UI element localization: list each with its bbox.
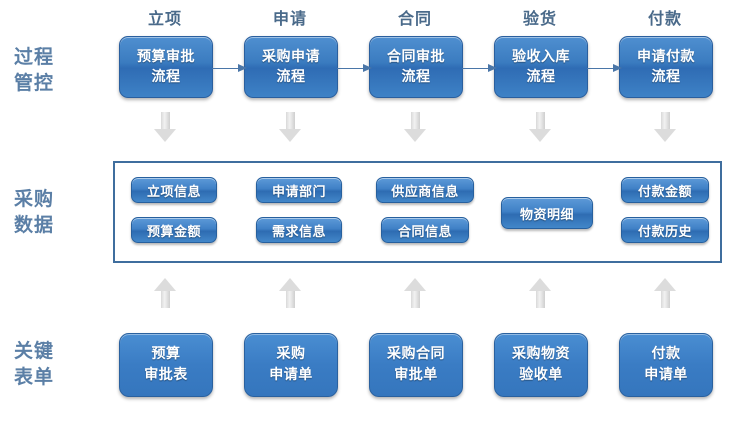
arrow-up-icon-4 — [529, 278, 551, 308]
process-box-contract-approval[interactable]: 合同审批 流程 — [369, 36, 463, 98]
arrow-stem — [411, 290, 420, 308]
arrow-up-icon-2 — [279, 278, 301, 308]
arrow-head — [613, 64, 622, 72]
process-box-line1: 采购申请 — [262, 49, 320, 65]
arrow-down-icon-3 — [404, 112, 426, 142]
arrow-head — [154, 129, 176, 142]
arrow-stem — [286, 290, 295, 308]
data-pill-budget-amount[interactable]: 预算金额 — [131, 217, 217, 243]
process-box-line2: 流程 — [526, 69, 556, 85]
form-box-line1: 付款 — [651, 346, 681, 362]
arrow-head — [279, 129, 301, 142]
arrow-head — [488, 64, 497, 72]
arrow-stem — [661, 290, 670, 308]
arrow-up-icon-5 — [654, 278, 676, 308]
column-header-project-initiation: 立项 — [147, 9, 182, 28]
row-label-line2: 管控 — [14, 72, 55, 94]
data-pill-contract-info[interactable]: 合同信息 — [381, 217, 469, 243]
arrow-head — [363, 64, 372, 72]
arrow-shaft — [337, 68, 367, 69]
arrow-stem — [661, 112, 670, 130]
form-box-line2: 申请单 — [269, 367, 313, 383]
flow-arrow-right-icon-4 — [587, 64, 625, 73]
form-box-line1: 采购 — [276, 346, 306, 362]
data-pill-payment-history[interactable]: 付款历史 — [621, 217, 709, 243]
form-box-line1: 采购合同 — [387, 346, 445, 362]
data-pill-supplier-info[interactable]: 供应商信息 — [376, 177, 474, 203]
process-box-line1: 申请付款 — [637, 49, 695, 65]
data-pill-project-info[interactable]: 立项信息 — [131, 177, 217, 203]
arrow-head — [404, 278, 426, 291]
arrow-shaft — [212, 68, 242, 69]
arrow-down-icon-1 — [154, 112, 176, 142]
arrow-down-icon-5 — [654, 112, 676, 142]
arrow-head — [238, 64, 247, 72]
row-label-line2: 表单 — [14, 366, 55, 388]
process-box-payment-request[interactable]: 申请付款 流程 — [619, 36, 713, 98]
data-pill-material-details[interactable]: 物资明细 — [501, 197, 593, 229]
arrow-stem — [411, 112, 420, 130]
arrow-stem — [161, 290, 170, 308]
flow-arrow-right-icon-2 — [337, 64, 375, 73]
arrow-stem — [536, 112, 545, 130]
data-pill-requirement-info[interactable]: 需求信息 — [256, 217, 342, 243]
process-box-line1: 验收入库 — [512, 49, 570, 65]
process-box-line2: 流程 — [151, 69, 181, 85]
form-box-payment-request[interactable]: 付款 申请单 — [619, 333, 713, 397]
arrow-shaft — [587, 68, 617, 69]
arrow-head — [279, 278, 301, 291]
data-pill-requesting-department[interactable]: 申请部门 — [256, 177, 342, 203]
column-header-application: 申请 — [272, 9, 307, 28]
arrow-up-icon-1 — [154, 278, 176, 308]
form-box-budget-approval[interactable]: 预算 审批表 — [119, 333, 213, 397]
form-box-purchase-contract-approval[interactable]: 采购合同 审批单 — [369, 333, 463, 397]
column-header-contract: 合同 — [397, 9, 432, 28]
row-label-procurement-data: 采购 数据 — [14, 186, 102, 238]
row-label-key-forms: 关键 表单 — [14, 338, 102, 390]
form-box-line2: 验收单 — [519, 367, 563, 383]
row-label-line1: 过程 — [14, 46, 55, 68]
process-box-line1: 预算审批 — [137, 49, 195, 65]
form-box-line1: 预算 — [151, 346, 181, 362]
flow-arrow-right-icon-1 — [212, 64, 250, 73]
row-label-line1: 采购 — [14, 188, 55, 210]
row-label-process-control: 过程 管控 — [14, 44, 102, 96]
process-box-line2: 流程 — [651, 69, 681, 85]
arrow-stem — [161, 112, 170, 130]
form-box-line2: 申请单 — [644, 367, 688, 383]
arrow-stem — [536, 290, 545, 308]
process-box-budget-approval[interactable]: 预算审批 流程 — [119, 36, 213, 98]
process-box-purchase-request[interactable]: 采购申请 流程 — [244, 36, 338, 98]
arrow-down-icon-4 — [529, 112, 551, 142]
row-label-line1: 关键 — [14, 340, 55, 362]
arrow-down-icon-2 — [279, 112, 301, 142]
procurement-data-container: 立项信息 预算金额 申请部门 需求信息 供应商信息 合同信息 物资明细 付款金额… — [113, 161, 722, 263]
arrow-head — [404, 129, 426, 142]
row-label-line2: 数据 — [14, 214, 55, 236]
arrow-shaft — [462, 68, 492, 69]
column-header-inspection: 验货 — [522, 9, 557, 28]
data-pill-payment-amount[interactable]: 付款金额 — [621, 177, 709, 203]
arrow-head — [529, 278, 551, 291]
arrow-stem — [286, 112, 295, 130]
arrow-up-icon-3 — [404, 278, 426, 308]
arrow-head — [154, 278, 176, 291]
process-box-line1: 合同审批 — [387, 49, 445, 65]
form-box-line1: 采购物资 — [512, 346, 570, 362]
arrow-head — [654, 129, 676, 142]
flow-arrow-right-icon-3 — [462, 64, 500, 73]
arrow-head — [654, 278, 676, 291]
process-box-acceptance-storage[interactable]: 验收入库 流程 — [494, 36, 588, 98]
form-box-line2: 审批单 — [394, 367, 438, 383]
form-box-line2: 审批表 — [144, 367, 188, 383]
form-box-material-acceptance[interactable]: 采购物资 验收单 — [494, 333, 588, 397]
process-box-line2: 流程 — [276, 69, 306, 85]
arrow-head — [529, 129, 551, 142]
form-box-purchase-request[interactable]: 采购 申请单 — [244, 333, 338, 397]
column-header-payment: 付款 — [647, 9, 682, 28]
process-box-line2: 流程 — [401, 69, 431, 85]
